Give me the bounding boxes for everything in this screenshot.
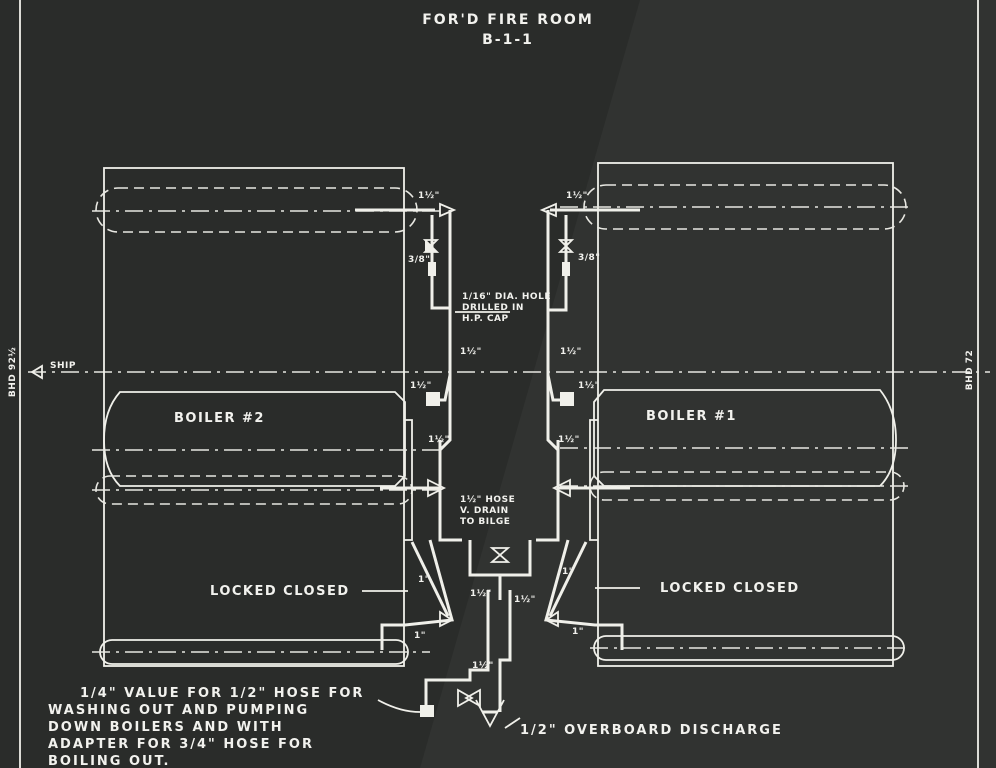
hose-label-line1: 1½" HOSE [460, 494, 515, 505]
size-callout: 1½" [472, 660, 494, 671]
size-callout: 1½" [428, 434, 450, 445]
diagram-subtitle: B-1-1 [482, 32, 534, 48]
hole-label-line1: 1/16" DIA. HOLE [462, 292, 551, 302]
overboard-label: 1/2" OVERBOARD DISCHARGE [520, 723, 783, 738]
size-callout: 1" [572, 627, 584, 637]
bulkhead-label-right: BHD 72 [965, 350, 975, 391]
ship-label: SHIP [50, 361, 76, 371]
hose-label-line2: V. DRAIN [460, 506, 509, 516]
washout-note: 1/4" VALUE FOR 1/2" HOSE FOR WASHING OUT… [48, 686, 364, 768]
size-callout: 1½" [566, 190, 588, 201]
note-line: DOWN BOILERS AND WITH [48, 720, 284, 735]
note-line: BOILING OUT. [48, 754, 170, 768]
note-leader [377, 699, 421, 713]
hose-label-line3: TO BILGE [460, 517, 510, 527]
boiler-1-label: BOILER #1 [646, 409, 737, 424]
note-line: 1/4" VALUE FOR 1/2" HOSE FOR [80, 686, 364, 701]
size-callout: 3/8" [578, 253, 601, 263]
ship-arrow-icon [30, 364, 43, 380]
hole-label-line3: H.P. CAP [462, 314, 509, 324]
diagram-title: FOR'D FIRE ROOM [422, 12, 594, 28]
size-callout: 1½" [418, 190, 440, 201]
size-callout: 1½" [410, 380, 432, 391]
size-callout: 1½" [560, 346, 582, 357]
size-callout: 1½" [558, 434, 580, 445]
size-callout: 1" [418, 575, 430, 585]
note-line: ADAPTER FOR 3/4" HOSE FOR [48, 737, 314, 752]
boiler-2-label: BOILER #2 [174, 411, 265, 426]
size-callout: 1½" [514, 594, 536, 605]
locked-closed-left: LOCKED CLOSED [210, 584, 350, 599]
drain-piping [380, 500, 624, 728]
paper-fold [420, 0, 996, 768]
note-line: WASHING OUT AND PUMPING [48, 703, 309, 718]
size-callout: 1½" [470, 588, 492, 599]
locked-closed-right: LOCKED CLOSED [660, 581, 800, 596]
size-callout: 1" [562, 567, 574, 577]
size-callout: 3/8" [408, 255, 431, 265]
right-vent-piping [539, 202, 640, 500]
size-callout: 1½" [460, 346, 482, 357]
bulkhead-label-left: BHD 92½ [7, 347, 18, 397]
overboard-leader [504, 717, 521, 729]
boiler-1-outline [560, 162, 910, 667]
left-vent-piping [355, 202, 457, 500]
hole-label-line2: DRILLED IN [462, 303, 524, 313]
size-callout: 1½" [578, 380, 600, 391]
size-callout: 1" [414, 631, 426, 641]
